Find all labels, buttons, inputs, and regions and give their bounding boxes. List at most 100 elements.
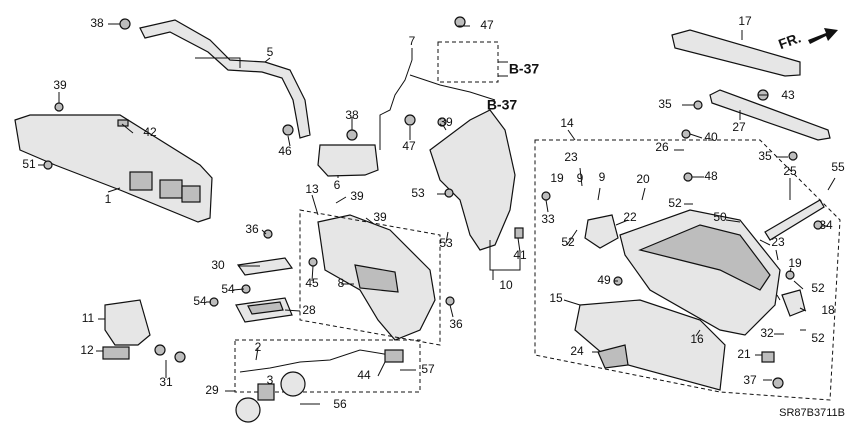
part-46-bolt (282, 124, 294, 136)
callout-25: 25 (783, 164, 797, 178)
part-24-latch (597, 344, 629, 369)
part-44-connector (384, 349, 404, 363)
part-33-screw (541, 191, 551, 201)
part-42-clip (117, 119, 129, 127)
callout-53: 53 (411, 186, 425, 200)
callout-37: 37 (743, 373, 757, 387)
callout-41: 41 (513, 248, 527, 262)
part-19-screw (785, 270, 795, 280)
callout-45: 45 (305, 276, 319, 290)
callout-12: 12 (80, 343, 94, 357)
part-17-strip (671, 29, 801, 77)
callout-19: 19 (788, 256, 802, 270)
part-47-clip (404, 114, 416, 126)
callout-36: 36 (245, 222, 259, 236)
callout-labels: 38 47 17 5 7 39 42 51 1 46 38 6 47 39 35… (22, 14, 845, 411)
callout-47: 47 (480, 18, 494, 32)
callout-36b: 36 (449, 317, 463, 331)
part-53-screw (444, 188, 454, 198)
front-direction-arrow: FR. (776, 28, 838, 52)
part-31-screw-b (174, 351, 186, 363)
callout-27: 27 (732, 120, 746, 134)
callout-2: 2 (255, 340, 262, 354)
callout-52c: 52 (811, 281, 825, 295)
part-15-glovebox-lid (574, 299, 726, 391)
part-1-vent-left (129, 171, 153, 191)
part-39-clip (54, 102, 64, 112)
part-48-clip (683, 172, 693, 182)
callout-11: 11 (82, 311, 95, 325)
diagram-code: SR87B3711B (779, 407, 845, 419)
callout-44: 44 (357, 368, 371, 382)
callout-35b: 35 (758, 149, 772, 163)
callout-17: 17 (738, 14, 752, 28)
part-3-socket (280, 371, 306, 397)
part-5-frame-bar (139, 19, 311, 139)
callout-56: 56 (333, 397, 347, 411)
callout-33: 33 (541, 212, 555, 226)
part-21-clip (761, 351, 775, 363)
part-1-vent-mid (159, 179, 183, 199)
callout-57: 57 (421, 362, 435, 376)
callout-50: 50 (713, 210, 727, 224)
part-22-lock (584, 214, 619, 249)
callout-18: 18 (821, 303, 835, 317)
part-44-harness (239, 349, 391, 373)
callout-23b: 23 (564, 150, 578, 164)
callout-30: 30 (211, 258, 225, 272)
part-27-rail (709, 89, 831, 141)
callout-24: 24 (570, 344, 584, 358)
callout-28: 28 (302, 303, 316, 317)
callout-5: 5 (267, 45, 274, 59)
callout-31: 31 (159, 375, 173, 389)
callout-52b: 52 (561, 235, 575, 249)
part-7-harness (379, 59, 496, 150)
callout-15: 15 (549, 291, 563, 305)
callout-54b: 54 (193, 294, 207, 308)
callout-47b: 47 (402, 139, 416, 153)
callout-42: 42 (143, 125, 157, 139)
callout-10: 10 (499, 278, 513, 292)
callout-13: 13 (305, 182, 319, 196)
part-30-tray (236, 257, 294, 276)
front-arrow-icon (808, 28, 838, 44)
part-45-screw (308, 257, 318, 267)
callout-34: 34 (819, 218, 833, 232)
part-54-screw-b (209, 297, 219, 307)
part-6-bracket (317, 144, 379, 177)
callout-19b: 19 (550, 171, 564, 185)
callout-40: 40 (704, 130, 718, 144)
part-41-nut (514, 227, 524, 239)
part-51-screw (43, 160, 53, 170)
callout-46: 46 (278, 144, 292, 158)
part-25-damper (764, 199, 825, 241)
front-direction-label: FR. (776, 29, 803, 52)
part-39-clip-center (437, 117, 447, 127)
callout-39: 39 (53, 78, 67, 92)
ref-b37-lower: B-37 (487, 97, 518, 113)
callout-55: 55 (831, 160, 845, 174)
part-38-bolt (119, 18, 131, 30)
part-1-vent-right (181, 185, 201, 203)
callout-6: 6 (334, 178, 341, 192)
callout-14: 14 (560, 116, 574, 130)
part-47-clip-top (454, 16, 466, 28)
callout-7: 7 (409, 34, 416, 48)
part-31-screw (154, 344, 166, 356)
callout-8: 8 (338, 276, 345, 290)
callout-23: 23 (771, 235, 785, 249)
part-11-cupholder (104, 299, 151, 346)
callout-38b: 38 (345, 108, 359, 122)
callout-39b: 39 (439, 115, 453, 129)
part-36-screw (445, 296, 455, 306)
part-29-socket (235, 397, 261, 423)
callout-22: 22 (623, 210, 637, 224)
callout-49: 49 (597, 273, 611, 287)
callout-51: 51 (22, 157, 36, 171)
callout-21: 21 (737, 347, 751, 361)
part-35-screw (693, 100, 703, 110)
ref-b37-upper: B-37 (509, 61, 540, 77)
callout-54: 54 (221, 282, 235, 296)
part-29-bezel (257, 383, 275, 401)
callout-52d: 52 (811, 331, 825, 345)
